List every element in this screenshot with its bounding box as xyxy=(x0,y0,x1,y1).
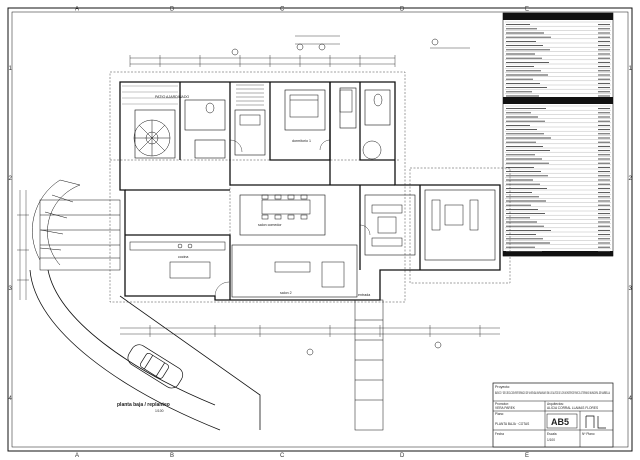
promotor-value: VERA PAREK xyxy=(495,406,516,410)
plan-scale-text: 1/100 xyxy=(155,409,164,413)
grid-row-r-1: 1 xyxy=(629,66,633,72)
bed-icon xyxy=(289,94,319,118)
plan-title: planta baja / replanteo 1/100 xyxy=(117,402,170,413)
project-label: Proyecto: xyxy=(495,385,510,389)
driveway-outline xyxy=(29,269,261,431)
plan-title-text: planta baja / replanteo xyxy=(117,402,170,408)
sheet-label: Nº Plano xyxy=(582,432,595,436)
grid-col-4: D xyxy=(400,7,405,13)
sheet-frame xyxy=(7,7,633,452)
grid-col-bot-4: D xyxy=(400,453,405,459)
dining-table-icon xyxy=(261,194,311,220)
west-pergola xyxy=(39,199,121,271)
surface-table-header-2 xyxy=(503,97,613,104)
grid-col-bot-1: A xyxy=(75,453,79,459)
grid-col-bot-3: C xyxy=(280,453,285,459)
grid-row-r-2: 2 xyxy=(629,176,633,182)
entrance-access xyxy=(354,299,384,431)
kitchen-island-icon xyxy=(129,241,226,279)
room-label-patio: PATIO AJARDINADO xyxy=(155,95,189,99)
surface-table-header-1 xyxy=(503,13,613,20)
title-block: Proyecto: BASICO Y DE EJECUCION REFORMAD… xyxy=(492,382,614,448)
grid-col-bot-2: B xyxy=(170,453,174,459)
sheet-code: AB5 xyxy=(551,417,569,427)
curved-stair-west xyxy=(32,179,81,266)
grid-row-3: 3 xyxy=(9,286,13,292)
room-label-entrada: entrada xyxy=(358,293,370,297)
door-swings xyxy=(214,139,371,297)
plano-label: Plano: xyxy=(495,412,504,416)
arquitectos-value: ALICIA CORRAL LLAMAS FLORES xyxy=(547,406,598,410)
overhang-dashed-lines xyxy=(109,71,511,303)
room-label-dormitorio: dormitorio 1 xyxy=(292,139,311,143)
bottom-dimension-lines xyxy=(120,325,500,337)
grid-row-r-4: 4 xyxy=(629,396,633,402)
grid-col-1: A xyxy=(75,7,79,13)
scale-value: 1/100 xyxy=(547,438,555,442)
promotor-label: Promotor: xyxy=(495,402,509,406)
date-label: Fecha xyxy=(495,432,504,436)
patio-hatch xyxy=(122,85,178,105)
floor-plan xyxy=(17,35,511,431)
grid-row-2: 2 xyxy=(9,176,13,182)
surface-table xyxy=(502,12,614,257)
top-dimension-lines xyxy=(129,35,470,67)
arquitectos-label: Arquitectos: xyxy=(547,402,564,406)
grid-row-1: 1 xyxy=(9,66,13,72)
grid-col-bot-5: E xyxy=(525,453,529,459)
room-label-cocina: cocina xyxy=(178,255,188,259)
project-text: BASICO Y DE EJECUCION REFORMADO DE VIVIE… xyxy=(495,391,610,395)
interior-partitions xyxy=(134,87,496,298)
section-markers xyxy=(231,38,442,356)
bathroom-fixtures xyxy=(205,89,383,160)
signature-logo xyxy=(585,415,606,429)
grid-reference-labels: A B C D E A B C D E 1 2 3 4 1 2 3 4 xyxy=(9,7,633,460)
left-dimension-lines xyxy=(17,190,29,300)
room-label-salon-comedor: salon comedor xyxy=(258,223,282,227)
room-labels: PATIO AJARDINADO dormitorio 1 salon come… xyxy=(155,95,370,297)
grid-col-2: B xyxy=(170,7,174,13)
scale-label: Escala xyxy=(547,432,557,436)
room-label-salon: salon 2 xyxy=(280,291,292,295)
surface-table-footer xyxy=(503,251,613,256)
sofa-icon xyxy=(274,199,479,288)
car-icon xyxy=(127,344,184,389)
plano-value: PLANTA BAJA · COTAS xyxy=(495,422,529,426)
grid-col-5: E xyxy=(525,7,529,13)
grid-row-4: 4 xyxy=(9,396,13,402)
grid-row-r-3: 3 xyxy=(629,286,633,292)
spiral-stair-north xyxy=(133,119,171,157)
surface-table-rows xyxy=(505,21,611,252)
service-stair xyxy=(236,84,264,106)
grid-col-3: C xyxy=(280,7,285,13)
